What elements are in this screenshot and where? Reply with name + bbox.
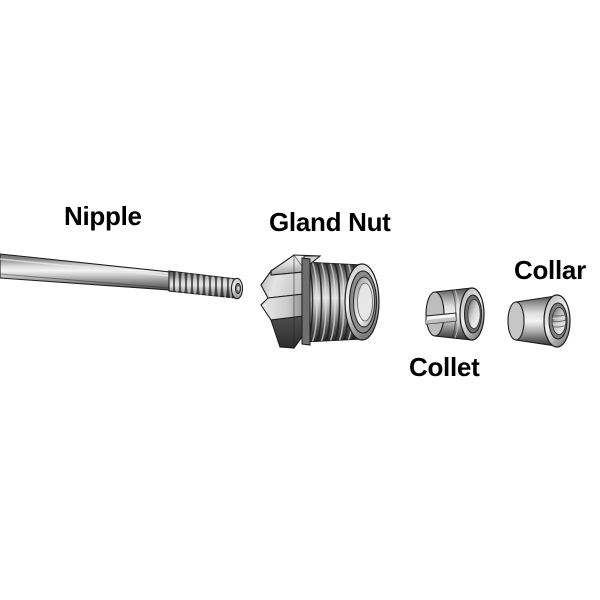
collet-bore: [459, 287, 485, 341]
part-collet[interactable]: [422, 280, 500, 352]
collar-threaded-bore: [543, 294, 571, 348]
gland-nut-hex-head: [260, 253, 322, 350]
part-gland-nut[interactable]: [258, 238, 418, 368]
nipple-tip: [230, 277, 244, 300]
part-collar[interactable]: [506, 288, 590, 360]
label-gland-nut: Gland Nut: [269, 207, 391, 237]
label-collar: Collar: [514, 255, 586, 285]
nipple-threads: [168, 270, 237, 299]
nipple-shank: [0, 253, 171, 291]
part-nipple[interactable]: [0, 238, 262, 326]
gland-nut-bore: [344, 263, 380, 341]
label-nipple: Nipple: [64, 201, 142, 231]
collet-split-slot: [425, 312, 457, 325]
label-collet: Collet: [409, 352, 480, 382]
